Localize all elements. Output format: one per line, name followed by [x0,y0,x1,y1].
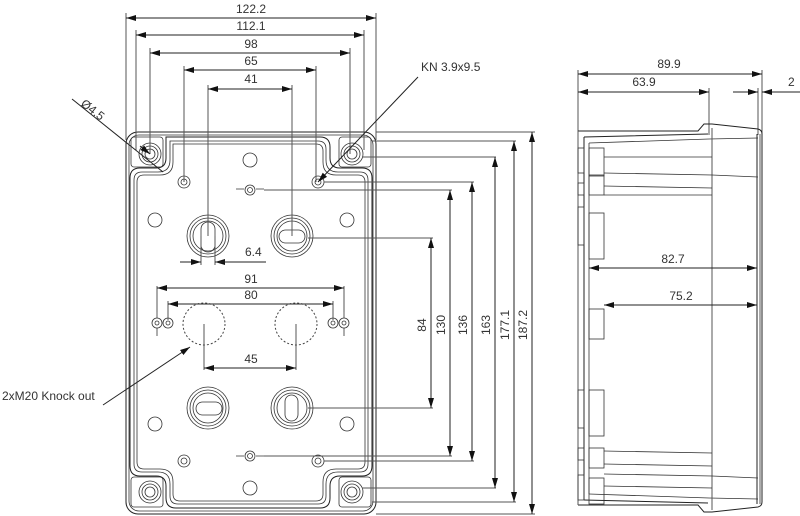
side-profile [577,123,763,513]
dim-label-41: 41 [244,72,258,86]
gland-bottom-left [186,386,230,430]
leader-knockout [102,346,191,406]
dim-label-63-9: 63.9 [632,75,656,89]
enclosure-outline [125,131,377,515]
dim-label-65: 65 [244,54,258,68]
dim-label-187-2: 187.2 [516,310,530,340]
keyhole-bottom [236,450,264,462]
keyhole-right [327,310,350,336]
h-dim-lines [126,15,376,371]
corner-screw-br [338,476,372,508]
annotation-knockout: 2xM20 Knock out [2,389,95,403]
dim-label-130: 130 [434,315,448,335]
dim-label-98: 98 [244,37,258,51]
corner-screw-tr [338,136,372,168]
dim-label-89-9: 89.9 [657,57,681,71]
v-dim-lines [428,132,535,514]
dim-label-112-1: 112.1 [236,19,265,33]
keyhole-top [236,184,264,196]
gland-bottom-right [270,386,314,430]
leader-hole-diameter [71,98,164,173]
annotation-hole-diameter: Ø4.5 [78,96,107,123]
mounting-holes [147,152,355,496]
side-view: 89.9 63.9 2 [577,57,800,513]
dim-label-91: 91 [244,272,258,286]
corner-screw-bl [130,476,164,508]
dim-label-136: 136 [456,315,470,335]
dim-label-6-4: 6.4 [245,245,262,259]
dim-label-177-1: 177.1 [498,310,512,340]
dim-label-82-7: 82.7 [661,252,685,266]
leader-screw [317,76,419,183]
dim-label-122-2: 122.2 [236,2,266,16]
keyhole-left [151,310,174,336]
dim-label-80: 80 [244,288,258,302]
dim-label-84: 84 [415,318,429,332]
dim-label-2: 2 [788,75,795,89]
dim-label-75-2: 75.2 [669,289,693,303]
dim-label-163: 163 [479,315,493,335]
dim-label-45: 45 [244,352,258,366]
front-view: 122.2 112.1 98 65 41 6.4 91 80 45 Ø4.5 K… [2,2,535,515]
annotation-screw: KN 3.9x9.5 [421,60,481,74]
